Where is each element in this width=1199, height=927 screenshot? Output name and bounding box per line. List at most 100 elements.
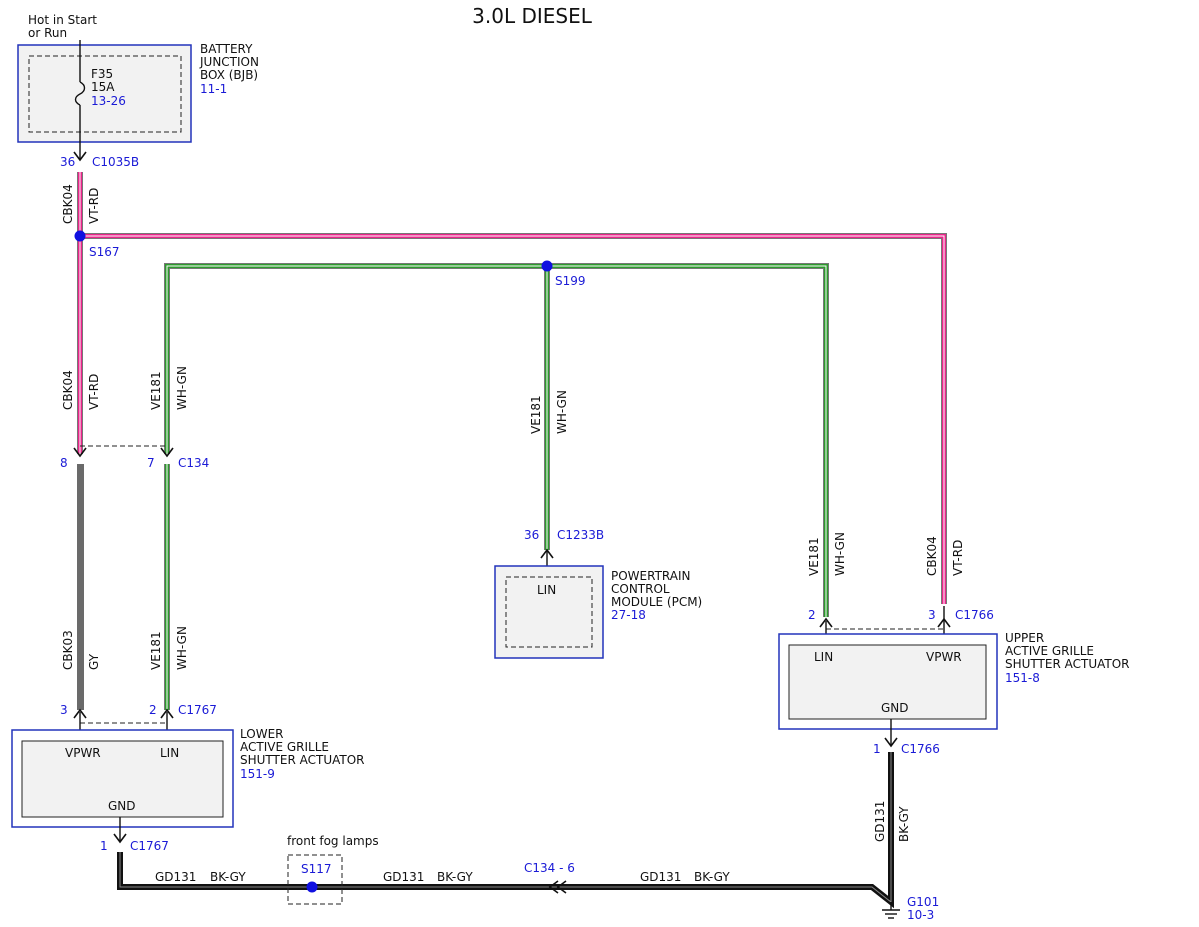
wire-label-ve181-upper: VE181	[807, 537, 821, 576]
wire-label-vtrd-upper-act: VT-RD	[951, 540, 965, 576]
wire-label-cbk03: CBK03	[61, 630, 75, 670]
bjb-name2: JUNCTION	[199, 55, 259, 69]
fuse-id: F35	[91, 67, 113, 81]
wire-label-gy: GY	[87, 653, 101, 670]
wire-label-bkgy-1: BK-GY	[210, 870, 246, 884]
wire-label-cbk04-mid: CBK04	[61, 370, 75, 410]
wire-gd131	[117, 752, 894, 910]
pcm-name1: POWERTRAIN	[611, 569, 691, 583]
c1767-pin2-icon	[160, 708, 174, 719]
fuse-rating: 15A	[91, 80, 115, 94]
wire-label-whgn-pcm: WH-GN	[555, 390, 569, 434]
bjb-ref: 11-1	[200, 82, 227, 96]
upper-vpwr-label: VPWR	[926, 650, 962, 664]
splice-s199-label: S199	[555, 274, 586, 288]
ground-name: G101	[907, 895, 939, 909]
pcm-name3: MODULE (PCM)	[611, 595, 702, 609]
power-source-line2: or Run	[28, 26, 67, 40]
wire-label-bkgy-2: BK-GY	[437, 870, 473, 884]
wire-ve181	[164, 263, 829, 710]
wire-label-gd131-2: GD131	[383, 870, 424, 884]
pcm-name2: CONTROL	[611, 582, 670, 596]
c1035b-name: C1035B	[92, 155, 139, 169]
pcm-lin-label: LIN	[537, 583, 556, 597]
upper-gnd-connector: C1766	[901, 742, 940, 756]
power-source-line1: Hot in Start	[28, 13, 97, 27]
diagram-title: 3.0L DIESEL	[472, 4, 593, 28]
lower-ref: 151-9	[240, 767, 275, 781]
c1035b-connector-icon	[73, 151, 87, 162]
c134-name: C134	[178, 456, 209, 470]
c1767-pin-vpwr: 3	[60, 703, 68, 717]
c1767-name: C1767	[178, 703, 217, 717]
lower-gnd-connector-icon	[113, 833, 127, 844]
wire-label-bkgy-vert: BK-GY	[897, 806, 911, 842]
c1766-pin-lin: 2	[808, 608, 816, 622]
upper-lin-label: LIN	[814, 650, 833, 664]
lower-name3: SHUTTER ACTUATOR	[240, 753, 365, 767]
upper-name1: UPPER	[1005, 631, 1044, 645]
c1766-name: C1766	[955, 608, 994, 622]
splice-s167-label: S167	[89, 245, 120, 259]
wire-label-cbk04-upper: CBK04	[61, 184, 75, 224]
lower-gnd-label: GND	[108, 799, 136, 813]
splice-s117-label: S117	[301, 862, 332, 876]
upper-gnd-connector-icon	[884, 737, 898, 748]
bjb-box	[17, 44, 192, 143]
bjb-name1: BATTERY	[200, 42, 253, 56]
wire-label-vtrd-upper: VT-RD	[87, 188, 101, 224]
wire-label-ve181-pcm: VE181	[529, 395, 543, 434]
wire-label-vtrd-mid: VT-RD	[87, 374, 101, 410]
c1767-pin3-icon	[73, 708, 87, 719]
fog-lamps-box	[287, 854, 343, 905]
fuse-icon	[74, 81, 86, 106]
c1233b-pin: 36	[524, 528, 539, 542]
wire-label-gd131-vert: GD131	[873, 801, 887, 842]
lower-vpwr-label: VPWR	[65, 746, 101, 760]
wire-label-cbk04-upper-act: CBK04	[925, 536, 939, 576]
splice-s167	[74, 230, 86, 242]
pcm-box	[494, 565, 604, 659]
lower-lin-label: LIN	[160, 746, 179, 760]
wire-cbk04	[77, 172, 947, 604]
upper-gnd-label: GND	[881, 701, 909, 715]
c134-pin8-icon	[73, 447, 87, 458]
fuse-ref: 13-26	[91, 94, 126, 108]
pcm-inner-box	[505, 576, 593, 648]
wire-label-whgn-lower: WH-GN	[175, 626, 189, 670]
wire-cbk03	[77, 464, 84, 710]
lower-name1: LOWER	[240, 727, 284, 741]
c1766-pin-vpwr: 3	[928, 608, 936, 622]
upper-actuator-inner	[788, 644, 987, 720]
c134-pin-lin: 7	[147, 456, 155, 470]
c1767-pin-lin: 2	[149, 703, 157, 717]
upper-ref: 151-8	[1005, 671, 1040, 685]
wire-label-ve181-left: VE181	[149, 371, 163, 410]
c1766-pin2-icon	[819, 617, 833, 628]
c134-6-label: C134 - 6	[524, 861, 575, 875]
lower-gnd-connector: C1767	[130, 839, 169, 853]
upper-name3: SHUTTER ACTUATOR	[1005, 657, 1130, 671]
wire-label-whgn-left: WH-GN	[175, 366, 189, 410]
lower-actuator-inner	[21, 740, 224, 818]
wire-label-gd131-1: GD131	[155, 870, 196, 884]
wire-label-ve181-lower: VE181	[149, 631, 163, 670]
lower-name2: ACTIVE GRILLE	[240, 740, 329, 754]
upper-gnd-pin: 1	[873, 742, 881, 756]
fog-lamps-label: front fog lamps	[287, 834, 379, 848]
c134-pin7-icon	[160, 447, 174, 458]
splice-s199	[541, 260, 553, 272]
wire-label-whgn-upper: WH-GN	[833, 532, 847, 576]
bjb-inner-box	[28, 55, 182, 133]
bjb-name3: BOX (BJB)	[200, 68, 258, 82]
wire-label-gd131-3: GD131	[640, 870, 681, 884]
c134-6-connector-icon	[548, 880, 559, 894]
c1035b-pin: 36	[60, 155, 75, 169]
ground-icon	[882, 909, 900, 919]
c134-pin-vpwr: 8	[60, 456, 68, 470]
ground-ref: 10-3	[907, 908, 934, 922]
c1233b-connector-icon	[540, 548, 554, 559]
pcm-ref: 27-18	[611, 608, 646, 622]
c1233b-name: C1233B	[557, 528, 604, 542]
